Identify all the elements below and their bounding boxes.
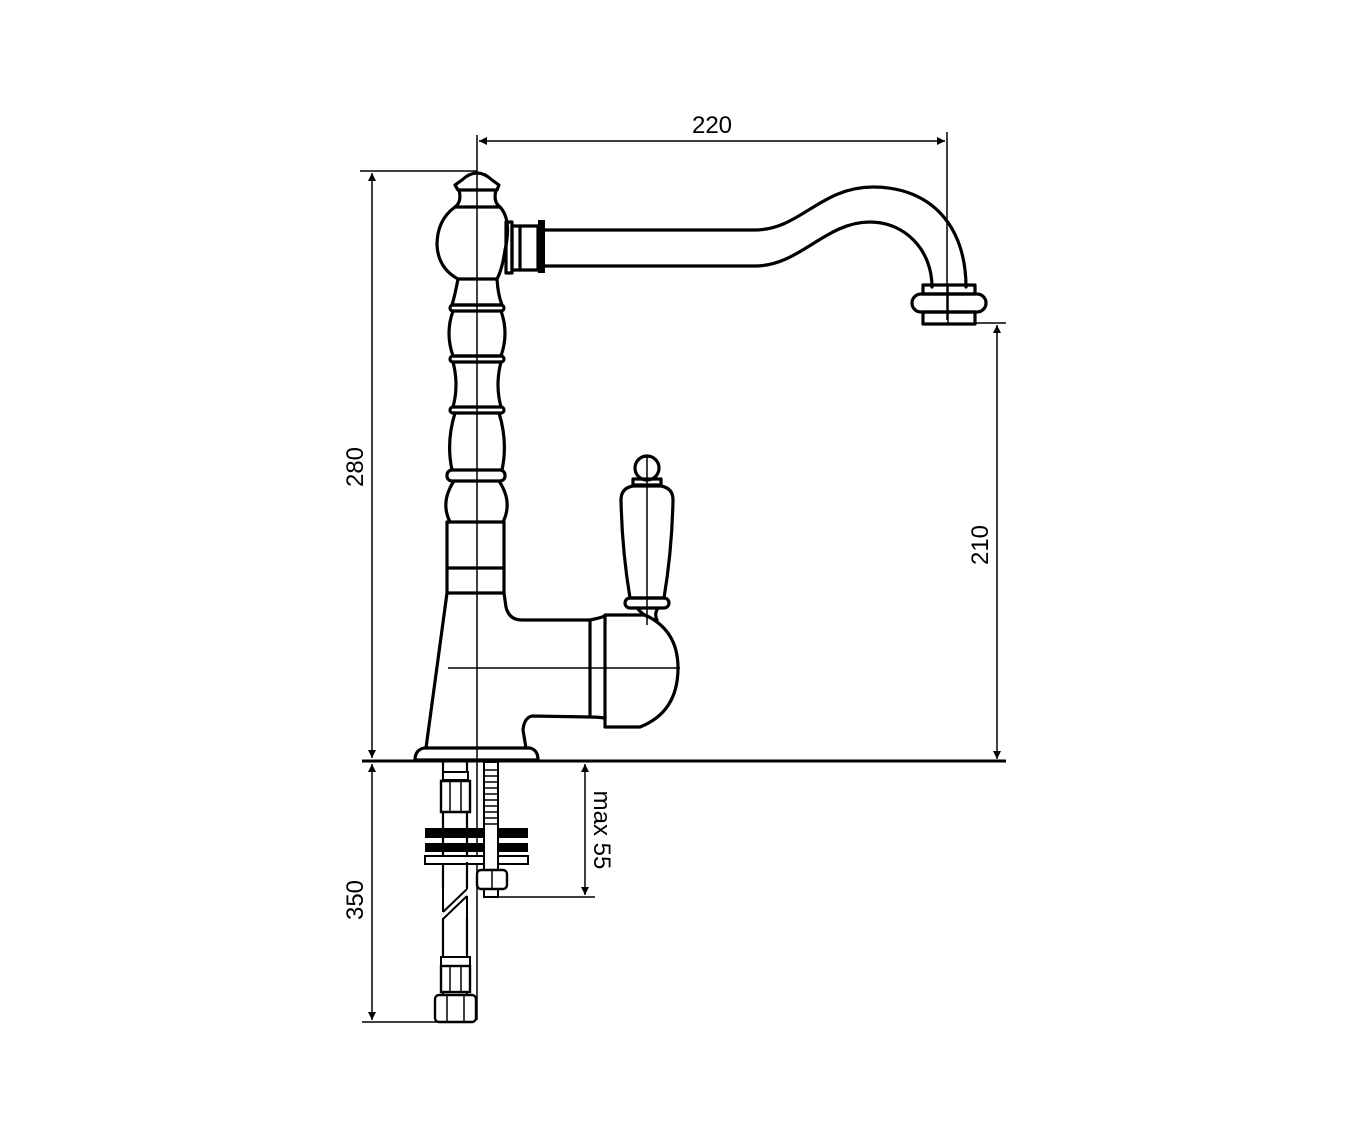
dimension-280: 280 xyxy=(342,170,477,758)
dimension-label-210: 210 xyxy=(967,525,994,565)
dimension-max-55: max 55 xyxy=(490,764,615,898)
dimension-label-350: 350 xyxy=(342,880,369,920)
dimension-210: 210 xyxy=(967,322,1006,759)
lever-handle xyxy=(619,454,675,625)
dimension-220: 220 xyxy=(479,112,948,320)
dimension-label-220: 220 xyxy=(692,112,732,139)
dimension-350: 350 xyxy=(342,764,470,1023)
dimension-label-280: 280 xyxy=(342,447,369,487)
spout xyxy=(504,185,988,326)
faucet-column xyxy=(413,171,680,762)
dimension-label-max-55: max 55 xyxy=(588,791,615,870)
mounting-assembly xyxy=(424,760,529,1024)
